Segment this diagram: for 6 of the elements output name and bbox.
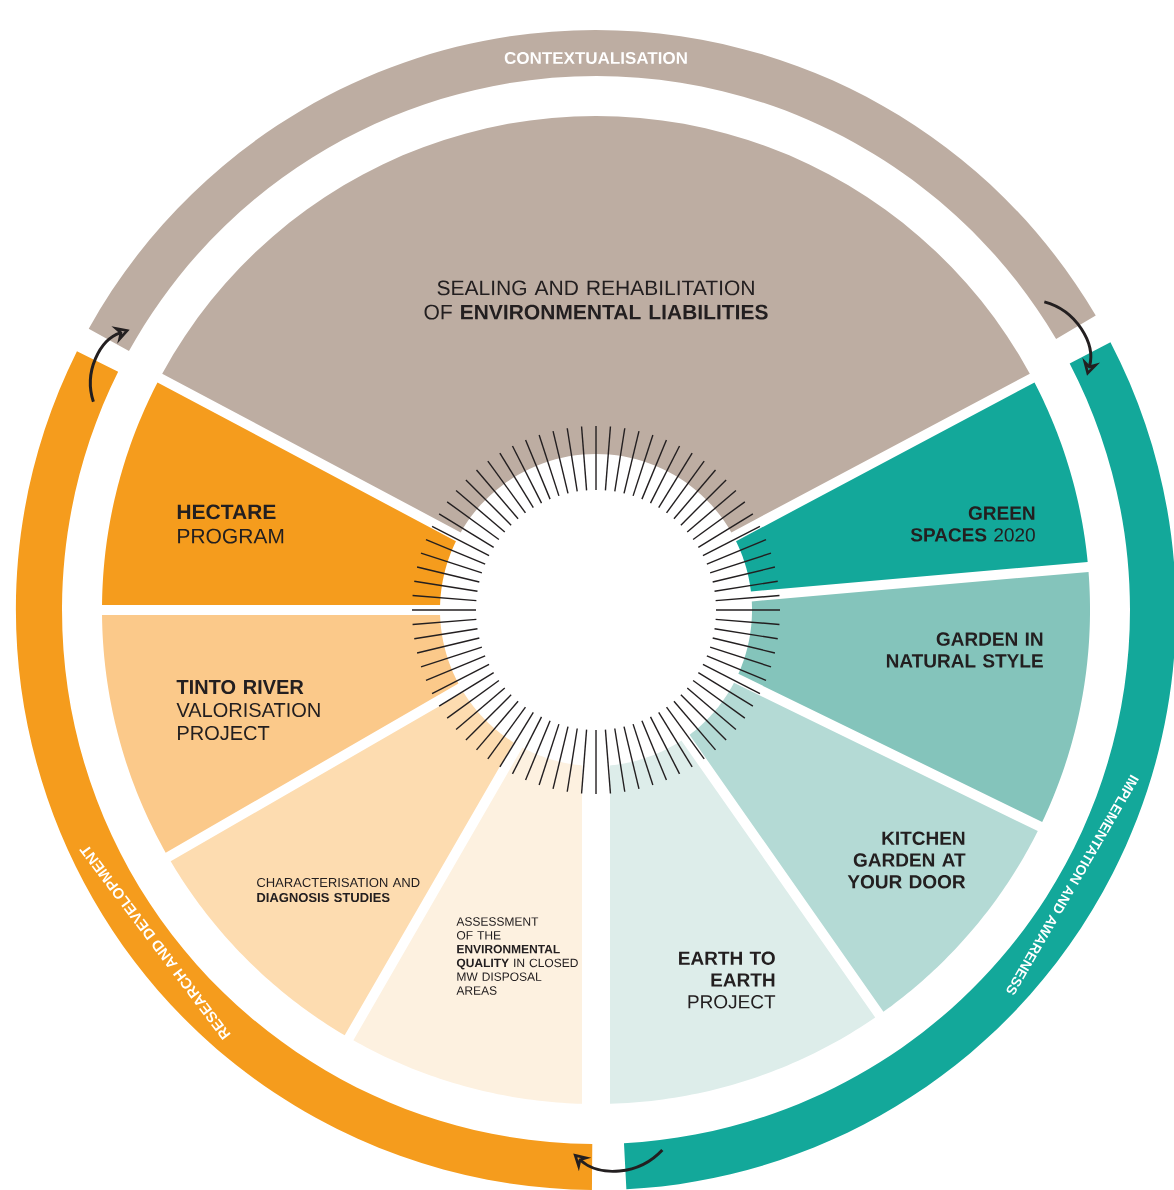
curved-arrow	[573, 1148, 664, 1173]
sector: HECTARE PROGRAM	[102, 382, 456, 605]
sector: GARDEN IN NATURAL STYLE	[738, 571, 1090, 823]
sector: GREEN SPACES 2020	[736, 382, 1088, 592]
node-label: CONTEXTUALISATION	[504, 51, 687, 64]
sector: TINTO RIVER VALORISATION PROJECT	[102, 615, 459, 853]
